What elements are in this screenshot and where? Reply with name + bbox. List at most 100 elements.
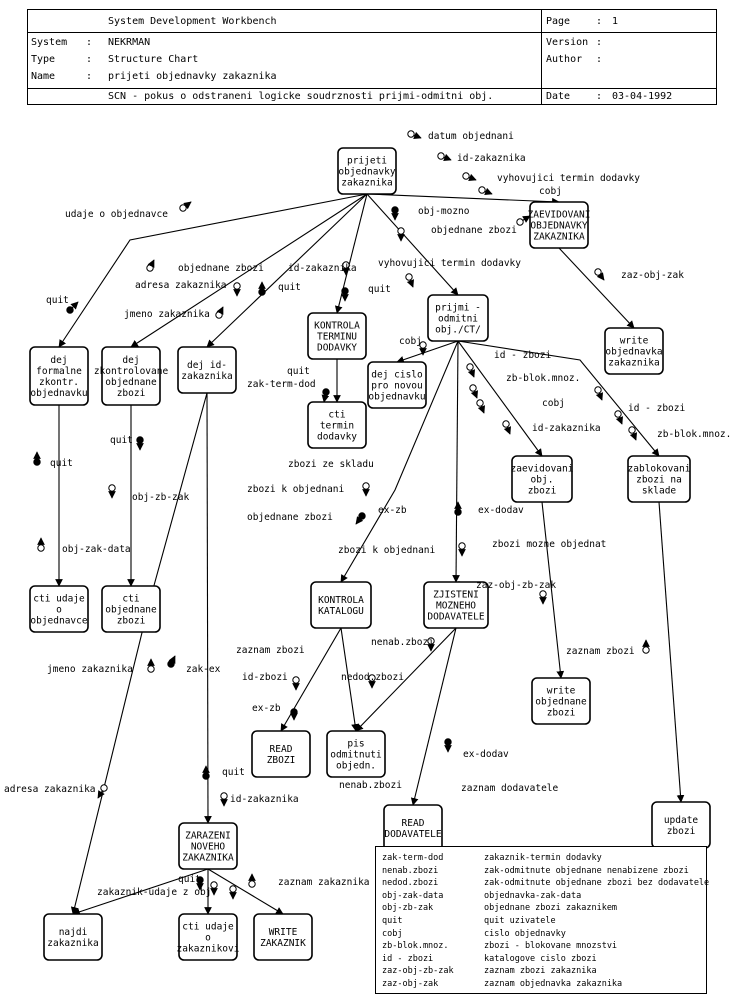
couple-label-zaznam_zb2: zaznam zbozi <box>566 646 635 657</box>
module-dej_id: dej id-zakaznika <box>177 346 237 394</box>
couple-flag-47 <box>196 876 204 891</box>
couple-flag-31 <box>454 501 462 516</box>
couple-data-21 <box>476 399 486 414</box>
module-dej_cislo-line: objednavku <box>368 392 425 403</box>
couple-data-32 <box>37 537 45 552</box>
module-najdi-line: zakaznika <box>47 938 98 949</box>
type-value: Structure Chart <box>108 54 199 65</box>
couple-data-36 <box>642 639 650 654</box>
couple-label-zak_term: zak-term-dod <box>247 379 316 390</box>
couple-data-15 <box>594 268 605 281</box>
couple-label-id_zak_mid: id-zakaznika <box>288 263 357 274</box>
couple-flag-11 <box>258 281 266 296</box>
couple-label-zaznam_zak: zaznam zakaznika <box>278 877 370 888</box>
module-write_zbozi-line: zbozi <box>547 708 576 719</box>
version-label: Version <box>546 37 589 48</box>
couple-data-35 <box>539 590 547 605</box>
module-dej_formalne-line: objednavku <box>30 388 87 399</box>
couple-label-zb_blok1: zb-blok.mnoz. <box>506 373 580 384</box>
couple-label-quit8: quit <box>178 874 201 885</box>
module-zarazeni-line: ZARAZENI <box>185 831 231 842</box>
couple-label-id_zbozi2: id - zbozi <box>628 403 685 414</box>
workbench-title: System Development Workbench <box>108 16 277 27</box>
module-dej_zkontrolovane-line: zbozi <box>117 388 146 399</box>
module-zaevidovani_zbozi-line: zaevidovani <box>511 464 574 475</box>
couple-data-16 <box>405 273 415 288</box>
module-dej_cislo-line: dej cislo <box>371 370 423 381</box>
name-sep: : <box>86 71 93 82</box>
author-label: Author <box>546 54 583 65</box>
module-cti_udaje_obj-line: o <box>56 605 62 616</box>
module-pis-line: pis <box>347 739 364 750</box>
module-write_zbozi-line: objednane <box>535 697 587 708</box>
link-kontrola_katalogu-pis <box>340 627 359 732</box>
link-prijmi-dej_cislo <box>396 340 459 364</box>
couple-label-zb_blok2: zb-blok.mnoz. <box>657 429 731 440</box>
couple-label-nedod: nedod.zbozi <box>341 672 404 683</box>
page-label: Page <box>546 16 571 27</box>
module-zaevidovani_obj-line: ZAKAZNIKA <box>533 232 585 243</box>
module-cti_objednane-line: objednane <box>105 605 157 616</box>
couple-label-udaje: udaje o objednavce <box>65 209 168 220</box>
system-sep: : <box>86 37 93 48</box>
couple-data-1 <box>437 152 452 162</box>
module-cti_termin-line: cti <box>328 410 345 421</box>
module-cti_termin-line: dodavky <box>317 432 357 443</box>
module-dej_zkontrolovane-line: dej <box>122 355 139 366</box>
link-root-dej_zkontrolovane <box>130 193 368 348</box>
module-root-line: zakaznika <box>341 178 392 189</box>
couple-label-jmeno1: jmeno zakaznika <box>124 309 210 320</box>
module-zaevidovani_obj-line: OBJEDNAVKY <box>530 221 587 232</box>
module-read_zbozi-line: ZBOZI <box>267 755 296 766</box>
module-write_zbozi-line: write <box>547 686 576 697</box>
module-zablokovani-line: sklade <box>642 486 677 497</box>
couple-flag-13 <box>66 301 79 314</box>
couple-data-2 <box>462 172 477 182</box>
couple-data-6 <box>397 227 405 242</box>
couple-data-9 <box>342 261 350 276</box>
couple-data-29 <box>362 482 370 497</box>
module-zjisteni-line: ZJISTENI <box>433 590 479 601</box>
legend-key: nedod.zbozi <box>382 878 439 889</box>
legend-key: zb-blok.mnoz. <box>382 941 449 952</box>
legend-value: zaznam zbozi zakaznika <box>484 966 597 977</box>
couple-label-quit2: quit <box>278 282 301 293</box>
couple-label-nenab2: nenab.zbozi <box>339 780 402 791</box>
legend-key: quit <box>382 916 403 926</box>
couple-data-37 <box>147 658 155 673</box>
couple-data-28 <box>108 484 116 499</box>
couple-label-id_zak_top: id-zakaznika <box>457 153 526 164</box>
module-pis-line: objedn. <box>336 761 376 772</box>
module-write_obj-line: objednavka <box>605 347 662 358</box>
couple-flag-43 <box>444 738 452 753</box>
module-write_zak-line: ZAKAZNIK <box>260 938 306 949</box>
couple-label-nenab: nenab.zbozi <box>371 637 434 648</box>
couple-data-25 <box>628 426 638 441</box>
link-kontrola_katalogu-read_zbozi <box>280 627 342 732</box>
legend-value: zak-odmitnute objednane zbozi bez dodava… <box>484 878 710 889</box>
couple-label-zaz_obj_zb_zak: zaz-obj-zb-zak <box>476 580 556 591</box>
couple-label-zaznam_zb1: zaznam zbozi <box>236 645 305 656</box>
module-root-line: prijeti <box>347 156 387 167</box>
couple-data-33 <box>458 542 466 557</box>
module-pis-line: odmitnuti <box>330 750 382 761</box>
module-zaevidovani_zbozi-line: zbozi <box>528 486 557 497</box>
scn-text: SCN - pokus o odstraneni logicke soudrzn… <box>108 91 494 102</box>
couple-label-vyhov_top: vyhovujici termin dodavky <box>497 173 640 184</box>
legend-value: cislo objednavky <box>484 928 566 939</box>
link-root-kontrola_termin <box>334 193 368 314</box>
legend-key: cobj <box>382 928 403 939</box>
link-prijmi-zablokovani <box>457 340 660 457</box>
couple-label-quit6: quit <box>50 458 73 469</box>
